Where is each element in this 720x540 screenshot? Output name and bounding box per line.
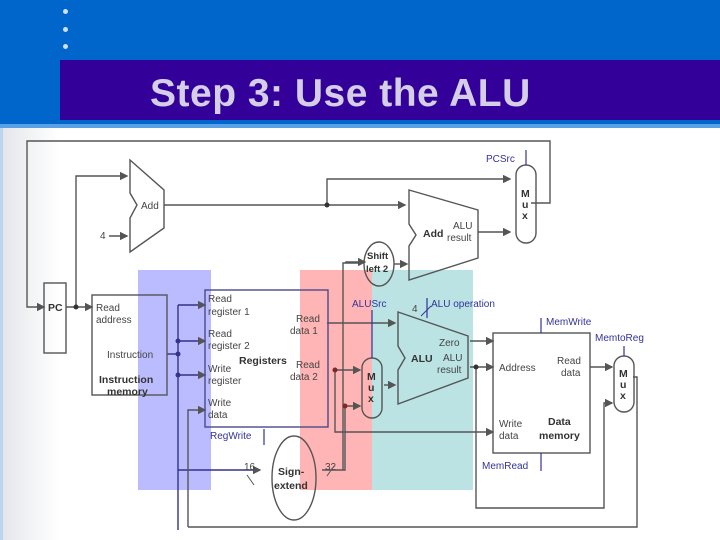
highlight-alu [372,270,473,490]
memwrite-signal: MemWrite [546,317,592,328]
background-scan-fade [0,128,60,540]
svg-text:4: 4 [412,304,418,315]
bullet-dot [63,44,68,49]
svg-text:data 2: data 2 [290,372,318,383]
bullet-dot [63,9,68,14]
data-memory: Address Read data Write data Data memory… [482,317,592,472]
svg-text:extend: extend [274,480,308,492]
svg-text:Read: Read [296,314,320,325]
pc-adder: Add 4 [100,158,165,254]
shift-left-2: Shift left 2 [363,241,395,287]
svg-text:data 1: data 1 [290,326,318,337]
svg-text:u: u [620,379,626,391]
instruction-memory: Read address Instruction Instruction mem… [91,294,168,398]
svg-text:M: M [367,371,376,383]
svg-text:Read: Read [296,360,320,371]
svg-text:Read: Read [96,303,120,314]
svg-text:data: data [561,368,581,379]
svg-text:register 2: register 2 [208,341,250,352]
const-four: 4 [100,231,106,242]
left-edge-strip [0,128,3,540]
svg-text:result: result [447,233,472,244]
svg-text:Add: Add [141,201,159,212]
svg-text:ALU: ALU [443,353,462,364]
svg-text:address: address [96,315,132,326]
svg-text:register 1: register 1 [208,307,250,318]
svg-text:Shift: Shift [367,251,389,262]
svg-text:x: x [620,390,626,402]
memtoreg-mux: M u x MemtoReg [595,333,644,413]
sign-extend: Sign- extend 16 32 [244,435,337,521]
svg-text:Write: Write [208,398,232,409]
svg-text:ALU: ALU [453,221,472,232]
branch-adder: Add ALU result [408,189,479,281]
svg-text:x: x [368,393,374,405]
svg-text:M: M [521,188,530,200]
pcsrc-signal: PCSrc [486,154,515,165]
svg-text:Add: Add [423,228,443,240]
svg-text:u: u [368,382,374,394]
svg-text:data: data [208,410,228,421]
pc-mux: M u x PCSrc [486,150,537,244]
alu-operation-signal: ALU operation [431,299,495,310]
header-separator [0,124,720,128]
regwrite-signal: RegWrite [210,431,252,442]
svg-text:ALU: ALU [411,353,433,365]
slide-title: Step 3: Use the ALU [150,72,531,115]
svg-text:Sign-: Sign- [278,466,305,478]
svg-text:Registers: Registers [239,355,287,367]
bullet-dot [63,27,68,32]
slide-header: Step 3: Use the ALU [0,0,720,124]
svg-text:Data: Data [548,416,571,428]
alusrc-mux: M u x ALUSrc [352,299,386,419]
svg-text:Address: Address [499,363,536,374]
svg-text:register: register [208,376,242,387]
svg-text:result: result [437,365,462,376]
svg-text:memory: memory [107,386,148,398]
svg-text:Read: Read [208,294,232,305]
wires [26,140,638,530]
svg-text:x: x [522,210,528,222]
svg-text:M: M [619,368,628,380]
svg-text:Zero: Zero [439,338,460,349]
svg-text:memory: memory [539,430,580,442]
svg-text:16: 16 [244,462,256,473]
svg-text:Instruction: Instruction [107,350,153,361]
svg-text:Read: Read [208,329,232,340]
svg-text:data: data [499,431,519,442]
svg-text:Write: Write [208,364,232,375]
memtoreg-signal: MemtoReg [595,333,644,344]
memread-signal: MemRead [482,461,528,472]
junction-dots [73,202,479,409]
register-file: Read register 1 Read register 2 Write re… [204,289,329,445]
svg-text:Instruction: Instruction [99,374,153,386]
title-bar [60,60,720,120]
svg-text:Write: Write [499,419,523,430]
svg-text:Read: Read [557,356,581,367]
svg-text:32: 32 [325,462,337,473]
pc-register: PC [43,282,67,354]
main-alu: ALU Zero ALU result ALU operation 4 [397,298,495,406]
svg-text:left 2: left 2 [366,264,388,275]
alusrc-signal: ALUSrc [352,299,386,310]
svg-text:PC: PC [48,302,63,314]
svg-text:u: u [522,199,528,211]
